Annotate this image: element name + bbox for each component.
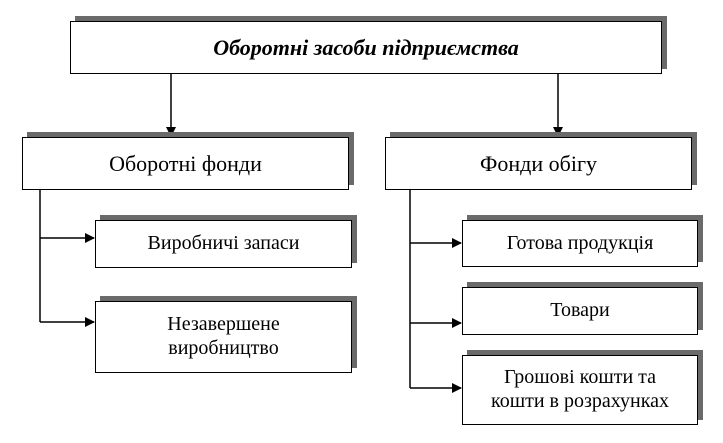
left-item-node: Виробничі запаси [95,220,352,268]
right-item-node: Товари [462,287,698,335]
left-branch-title: Оборотні фонди [109,150,262,176]
right-item-label-line2: кошти в розрахунках [491,390,669,412]
root-node: Оборотні засоби підприємства [70,21,662,74]
left-item-label-line2: виробництво [168,337,279,359]
right-item-label: Готова продукція [506,231,654,254]
left-item-label-line1: Незавершене [167,313,280,336]
root-label: Оборотні засоби підприємства [213,34,519,60]
right-item-label: Товари [550,299,610,322]
right-item-node: Грошові кошти та кошти в розрахунках [462,355,698,425]
right-branch-node: Фонди обігу [385,137,692,190]
right-branch-title: Фонди обігу [480,150,597,176]
right-item-label-line1: Грошові кошти та [503,366,657,389]
left-item-label: Виробничі запаси [147,232,300,255]
left-branch-node: Оборотні фонди [22,137,349,190]
right-item-node: Готова продукція [462,220,698,267]
left-item-node: Незавершене виробництво [95,301,352,373]
